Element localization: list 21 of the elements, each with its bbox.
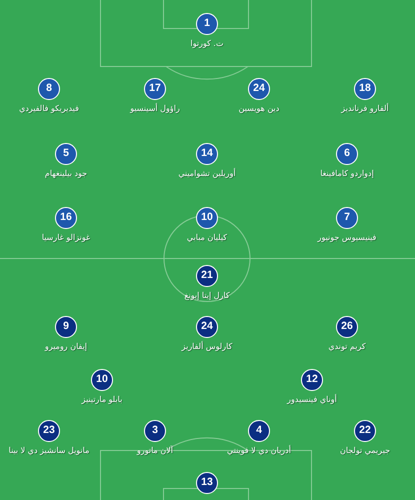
player-name: جود بيلينغهام <box>44 169 88 179</box>
player-name: كارل إيتا إيونغ <box>184 291 230 301</box>
player-name: ت. كورتوا <box>190 39 224 49</box>
player-name: كارلوس ألفاريز <box>182 342 232 352</box>
player-name: كريم توندي <box>328 342 366 352</box>
player-name: مانويل سانشيز دي لا بينا <box>8 446 90 456</box>
player-name: دين هويسين <box>238 104 280 114</box>
player-name: آلان ماتورو <box>137 446 173 456</box>
player-name: راؤول أسينسيو <box>130 104 180 114</box>
player-name: كيليان مبابي <box>186 233 228 243</box>
player-name: أدريان دي لا فوينتي <box>227 446 291 456</box>
player-name: إدواردو كامافينغا <box>320 169 374 179</box>
player-name: ألفارو فرنانديز <box>341 104 389 114</box>
player-name: أوناي فينسيدور <box>287 395 337 405</box>
player-name: غونزالو غارسيا <box>42 233 90 243</box>
player-name: فيديريكو فالفيردي <box>19 104 79 114</box>
player-name: بابلو مارتينيز <box>82 395 122 405</box>
player-name: جيريمي تولجان <box>340 446 390 456</box>
player-name: فينيسيوس جونيور <box>318 233 376 243</box>
player-name: إيفان روميرو <box>44 342 88 352</box>
player-name: أوريلين تشواميني <box>178 169 236 179</box>
